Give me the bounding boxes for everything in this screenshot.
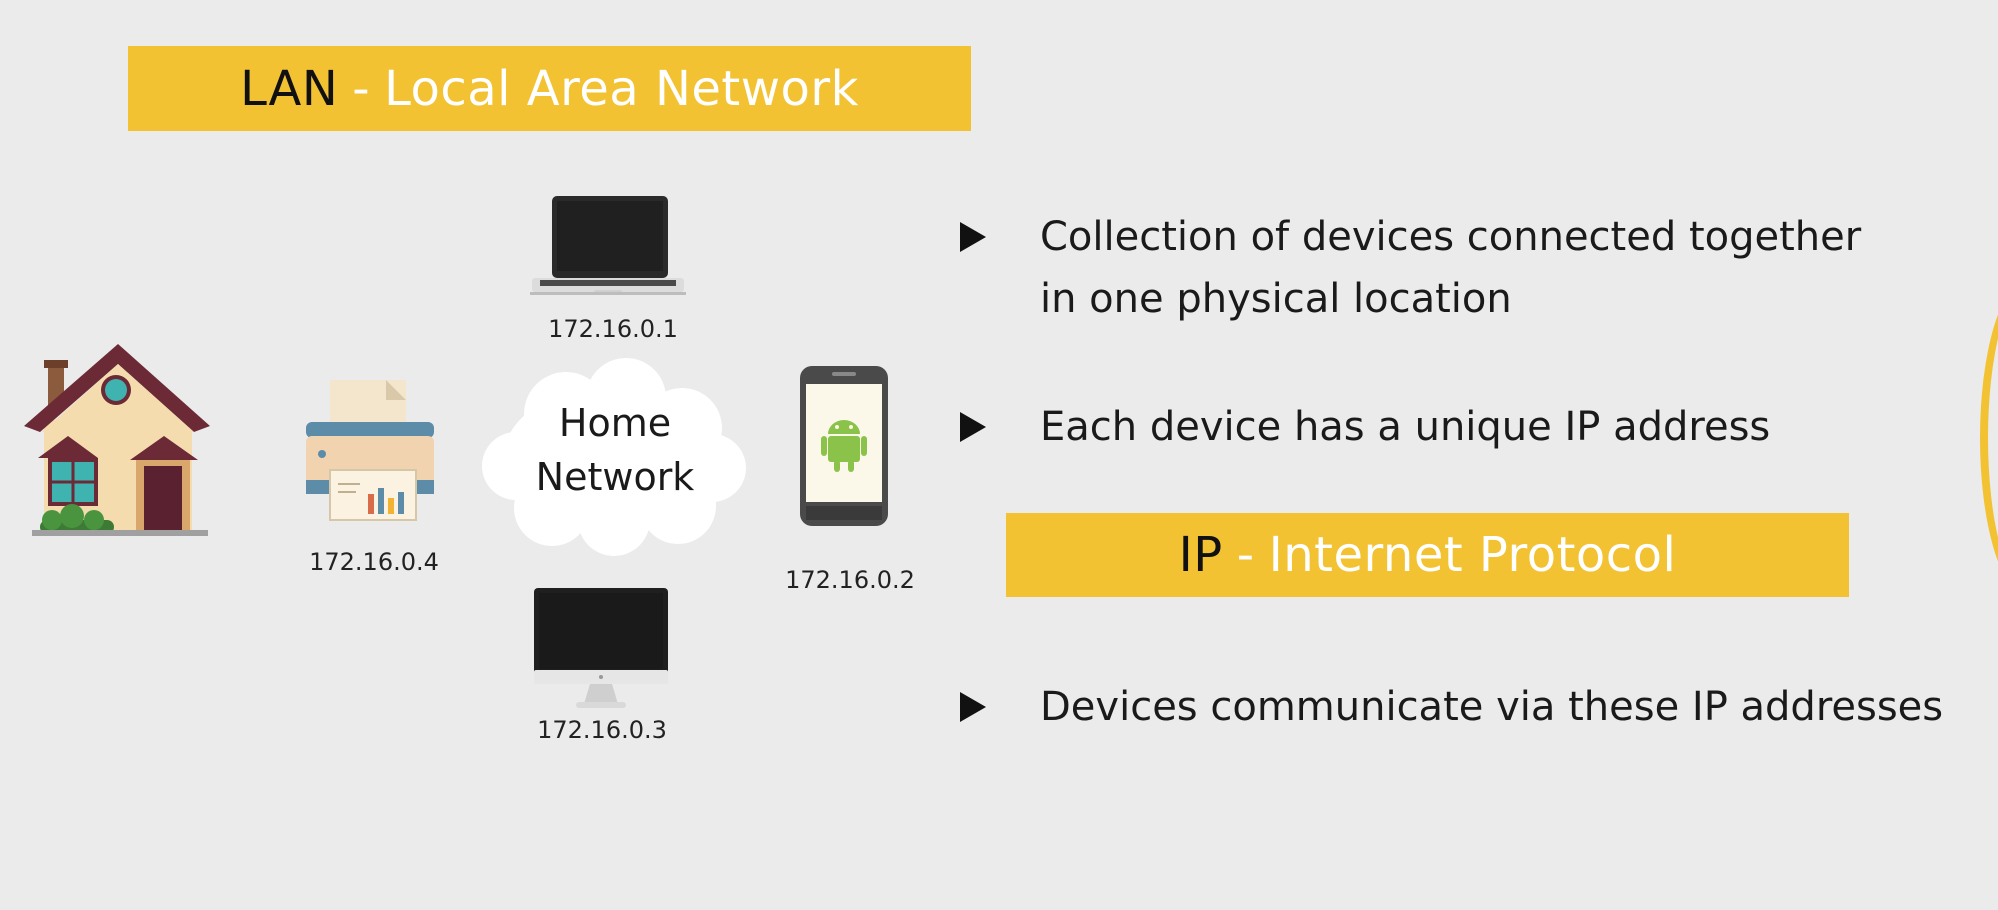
desktop-monitor-icon bbox=[534, 588, 668, 708]
bullet-1-line2: in one physical location bbox=[1040, 276, 1512, 322]
smartphone-icon bbox=[800, 366, 888, 526]
ip-abbr: IP bbox=[1178, 527, 1223, 583]
play-arrow-icon bbox=[960, 692, 986, 722]
laptop-icon bbox=[530, 196, 686, 295]
bullet-3: Devices communicate via these IP address… bbox=[960, 676, 1960, 738]
printer-icon bbox=[306, 380, 434, 521]
ip-title-banner: IP - Internet Protocol bbox=[1006, 513, 1849, 597]
edge-decoration bbox=[1980, 280, 1998, 596]
smartphone-ip-label: 172.16.0.2 bbox=[785, 566, 915, 594]
bullet-2: Each device has a unique IP address bbox=[960, 396, 1960, 458]
lan-title-banner: LAN - Local Area Network bbox=[128, 46, 971, 131]
laptop-ip-label: 172.16.0.1 bbox=[548, 315, 678, 343]
printer-ip-label: 172.16.0.4 bbox=[309, 548, 439, 576]
ip-separator: - bbox=[1236, 527, 1255, 583]
lan-full-name: Local Area Network bbox=[384, 60, 859, 117]
bullet-2-line1: Each device has a unique IP address bbox=[1040, 404, 1771, 450]
lan-separator: - bbox=[352, 60, 371, 117]
bullet-1: Collection of devices connected together… bbox=[960, 206, 1960, 330]
cloud-icon bbox=[482, 358, 746, 556]
play-arrow-icon bbox=[960, 412, 986, 442]
bullet-3-line1: Devices communicate via these IP address… bbox=[1040, 684, 1944, 730]
house-icon bbox=[24, 344, 210, 536]
cloud-label-line2: Network bbox=[535, 455, 695, 499]
ip-full-name: Internet Protocol bbox=[1268, 527, 1677, 583]
cloud-label: Home Network bbox=[500, 396, 730, 504]
bullet-1-line1: Collection of devices connected together bbox=[1040, 214, 1862, 260]
desktop-ip-label: 172.16.0.3 bbox=[537, 716, 667, 744]
play-arrow-icon bbox=[960, 222, 986, 252]
lan-abbr: LAN bbox=[240, 60, 339, 117]
cloud-label-line1: Home bbox=[558, 401, 672, 445]
